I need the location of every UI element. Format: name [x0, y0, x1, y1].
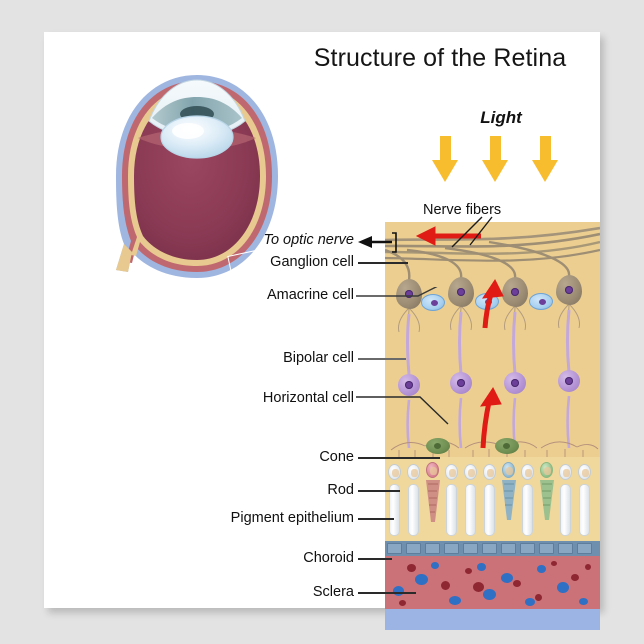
leader-bipolar-cell — [358, 358, 406, 360]
label-ganglion-cell: Ganglion cell — [270, 254, 354, 270]
leader-amacrine-cell — [356, 287, 438, 297]
photoreceptor-soma — [483, 464, 496, 480]
label-cone: Cone — [319, 449, 354, 465]
leader-choroid — [358, 558, 392, 560]
bipolar-cell — [398, 374, 420, 396]
ganglion-cell — [396, 279, 422, 309]
leader-rod — [358, 490, 400, 492]
photoreceptor-soma — [464, 464, 477, 480]
label-sclera: Sclera — [312, 584, 354, 600]
label-horizontal-cell: Horizontal cell — [262, 390, 354, 406]
label-amacrine-cell: Amacrine cell — [266, 287, 354, 303]
rod-outer-segment — [446, 484, 457, 536]
page-title: Structure of the Retina — [313, 44, 567, 72]
light-arrow-icon — [432, 136, 458, 182]
label-nerve-fibers: Nerve fibers — [423, 202, 502, 218]
leader-horizontal-cell — [356, 396, 449, 425]
horizontal-cell — [426, 438, 450, 454]
ganglion-cell — [448, 277, 474, 307]
eye-optic-nerve — [116, 244, 132, 272]
leader-nerve-fibers — [451, 216, 493, 248]
ganglion-cell — [502, 277, 528, 307]
poster-sheet: Structure of the Retina — [44, 32, 600, 630]
rod-outer-segment — [484, 484, 495, 536]
photoreceptor-soma — [521, 464, 534, 480]
rod-outer-segment — [465, 484, 476, 536]
signal-direction-arrows — [415, 226, 504, 449]
photoreceptor-soma — [388, 464, 401, 480]
rod-outer-segment — [522, 484, 533, 536]
light-label: Light — [480, 108, 522, 127]
retina-layer-pigment-epithelium — [385, 541, 600, 556]
eye-lens-highlight — [172, 123, 204, 139]
label-bipolar-cell: Bipolar cell — [283, 350, 354, 366]
nerve-fibers-graphic — [385, 226, 600, 457]
leader-pigment-epithelium — [358, 518, 394, 520]
label-choroid: Choroid — [303, 550, 354, 566]
rod-outer-segment — [579, 484, 590, 536]
eye-cross-section-illustration — [102, 66, 292, 296]
rod-outer-segment — [560, 484, 571, 536]
label-pigment-epithelium: Pigment epithelium — [230, 510, 354, 526]
leader-to-optic-nerve-arrow — [358, 232, 397, 253]
bipolar-cell — [558, 370, 580, 392]
bipolar-cell — [504, 372, 526, 394]
retina-layer-sclera — [385, 609, 600, 630]
amacrine-cell — [421, 294, 445, 311]
light-arrow-icon — [482, 136, 508, 182]
label-rod: Rod — [327, 482, 354, 498]
rod-outer-segment — [408, 484, 419, 536]
leader-ganglion-cell — [358, 262, 408, 264]
eye-svg — [116, 75, 278, 278]
bipolar-cell — [450, 372, 472, 394]
horizontal-cell — [495, 438, 519, 454]
retina-magnified-panel — [385, 222, 600, 630]
photoreceptor-soma — [578, 464, 591, 480]
ganglion-cell — [556, 275, 582, 305]
photoreceptor-soma — [559, 464, 572, 480]
cone-soma — [502, 462, 515, 478]
leader-cone — [358, 457, 440, 459]
label-to-optic-nerve: To optic nerve — [263, 232, 354, 248]
amacrine-cell — [529, 293, 553, 310]
cone-soma — [426, 462, 439, 478]
cone-soma — [540, 462, 553, 478]
light-arrow-icon — [532, 136, 558, 182]
photoreceptor-soma — [407, 464, 420, 480]
rod-outer-segment — [389, 484, 400, 536]
leader-sclera — [358, 592, 416, 594]
retina-layer-choroid — [385, 556, 600, 609]
cone-outer-segments-graphic — [426, 480, 554, 522]
photoreceptor-soma — [445, 464, 458, 480]
